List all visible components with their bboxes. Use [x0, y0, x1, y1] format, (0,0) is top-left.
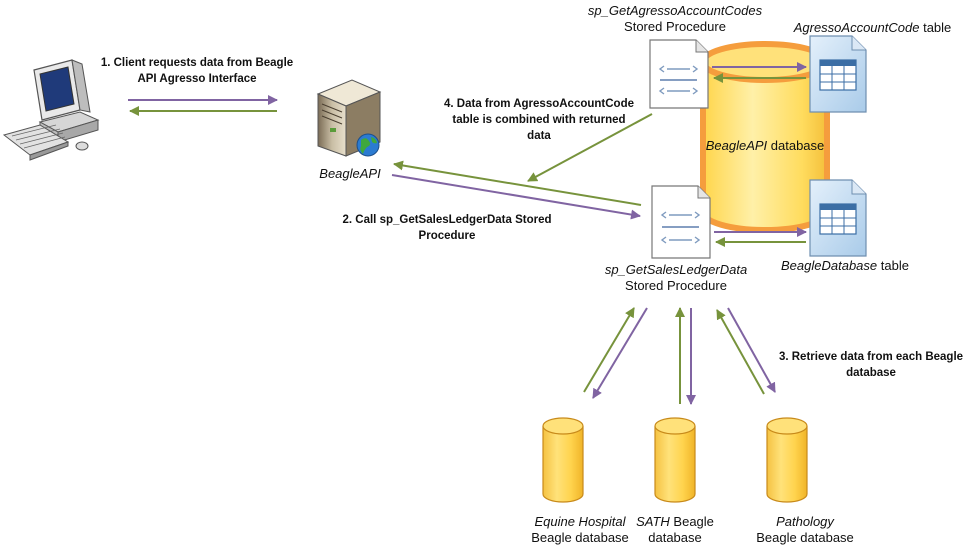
table-dbs-label: BeagleDatabase table: [781, 258, 909, 273]
arrow-equine-to-sp-sales: [583, 307, 635, 393]
beagleapi-database-icon: [700, 41, 830, 233]
arrow-server-to-sp-sales: [391, 174, 641, 220]
sp-sales-label: sp_GetSalesLedgerData Stored Procedure: [604, 262, 748, 293]
sp-codes-label: sp_GetAgressoAccountCodes Stored Procedu…: [587, 3, 763, 34]
db-sath-label: SATH Beagle database: [636, 514, 714, 545]
main-db-label: BeagleAPI database: [705, 138, 825, 153]
equine-hospital-database-icon: [542, 417, 584, 503]
db-equine-label: Equine Hospital Beagle database: [531, 514, 629, 545]
step-2-label: 2. Call sp_GetSalesLedgerData Stored Pro…: [342, 214, 552, 242]
agresso-account-code-table-icon: [809, 35, 867, 113]
arrow-sp-sales-to-equine: [592, 307, 648, 399]
arrow-pathology-to-sp-sales: [716, 309, 765, 395]
arrow-sp-sales-to-server: [393, 160, 642, 206]
sp-sales-document-icon: [651, 185, 711, 259]
step-3-label: 3. Retrieve data from each Beagle databa…: [778, 351, 964, 379]
step-4-label: 4. Data from AgressoAccountCode table is…: [444, 98, 634, 142]
sp-codes-document-icon: [649, 39, 709, 109]
sath-database-icon: [654, 417, 696, 503]
table-codes-label: AgressoAccountCode table: [793, 20, 952, 35]
client-computer-icon: [2, 59, 100, 161]
server-label: BeagleAPI: [319, 166, 381, 181]
db-pathology-label: Pathology Beagle database: [756, 514, 854, 545]
server-icon: [316, 79, 382, 157]
pathology-database-icon: [766, 417, 808, 503]
arrow-sp-codes-to-sp-sales: [527, 113, 653, 182]
step-1-label: 1. Client requests data from Beagle API …: [100, 57, 294, 85]
arrow-sp-sales-to-pathology: [727, 307, 776, 393]
beagle-database-table-icon: [809, 179, 867, 257]
